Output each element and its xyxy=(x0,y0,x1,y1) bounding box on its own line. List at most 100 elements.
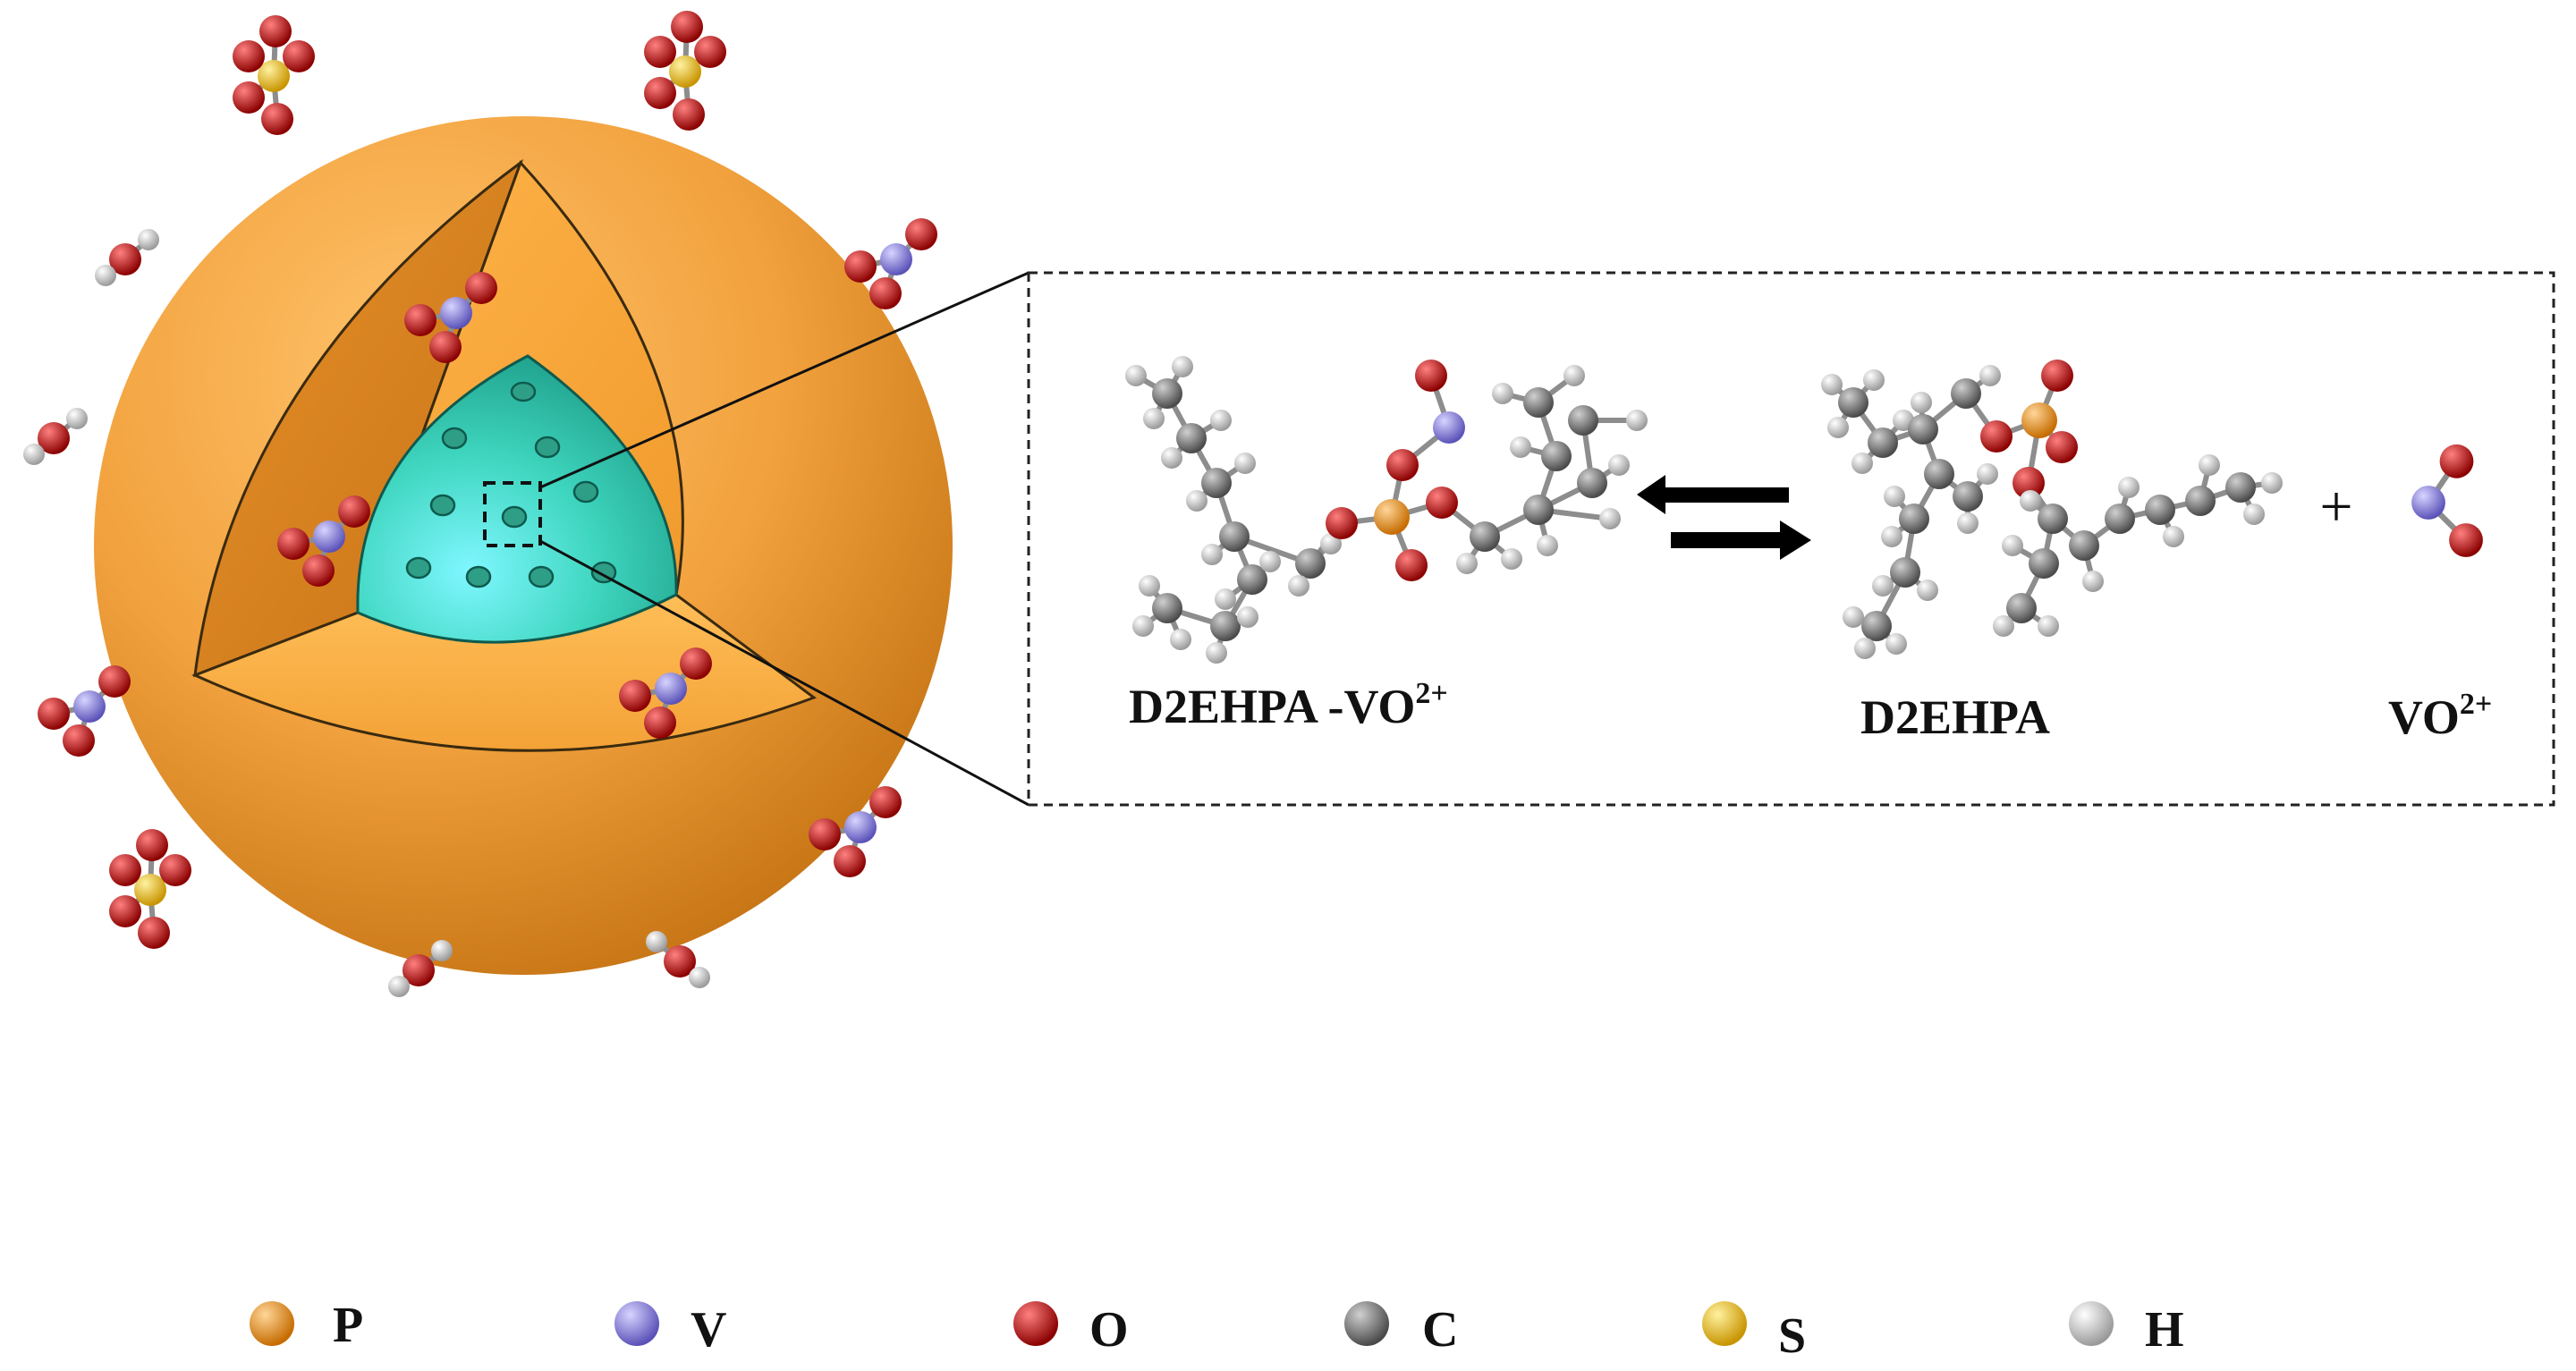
atom-o xyxy=(834,845,866,877)
atom-c xyxy=(1210,611,1241,641)
atom-c xyxy=(1953,481,1983,512)
atom-h xyxy=(2002,535,2023,556)
sulfate-ion xyxy=(109,829,191,949)
atom-h xyxy=(1139,575,1160,597)
atom-o xyxy=(277,528,309,560)
atom-h xyxy=(95,265,116,286)
atom-c xyxy=(1152,593,1182,623)
atom-o xyxy=(1415,360,1447,392)
water-molecule xyxy=(23,408,88,465)
water-molecule xyxy=(646,931,710,988)
atom-h xyxy=(1492,383,1513,404)
atom-c xyxy=(1861,611,1892,641)
atom-o xyxy=(159,854,191,886)
zoom-connector-bottom xyxy=(539,539,1030,807)
atom-c xyxy=(2185,486,2216,516)
atom-v xyxy=(73,690,106,723)
atom-v xyxy=(440,297,472,329)
atom-o xyxy=(261,103,293,135)
atom-h xyxy=(1827,417,1849,438)
atom-o xyxy=(233,40,265,72)
atom-c xyxy=(1890,557,1920,588)
atom-s xyxy=(669,55,701,88)
atom-c xyxy=(1523,495,1554,525)
complex-label: D2EHPA -VO2+ xyxy=(1129,677,1448,733)
atom-o xyxy=(2046,431,2078,463)
atom-h xyxy=(1863,369,1885,391)
atom-c xyxy=(2038,504,2068,534)
legend-label-c: C xyxy=(1422,1302,1458,1358)
atom-o xyxy=(869,277,902,309)
atom-o xyxy=(2041,360,2073,392)
cutaway-left-face xyxy=(193,158,524,678)
atom-o xyxy=(644,707,676,739)
atom-h xyxy=(2020,490,2041,512)
atom-h xyxy=(2243,504,2265,525)
atom-o xyxy=(671,11,703,43)
atom-o xyxy=(1980,420,2012,453)
atom-c xyxy=(1951,378,1981,409)
atom-h xyxy=(66,408,88,429)
ion-label-main: VO xyxy=(2388,690,2460,744)
atom-h xyxy=(1501,548,1522,570)
atom-c xyxy=(1295,548,1326,579)
atom-o xyxy=(109,243,141,275)
atom-o xyxy=(109,895,141,927)
atom-o xyxy=(644,36,676,68)
atom-c xyxy=(1577,468,1607,498)
atom-h xyxy=(1161,447,1182,469)
atom-c xyxy=(1868,427,1898,458)
atom-h xyxy=(1143,408,1165,429)
zoom-connector-top xyxy=(539,271,1030,489)
atom-h xyxy=(1843,606,1864,628)
atom-p xyxy=(2021,402,2057,438)
atom-h xyxy=(431,940,453,961)
atom-o xyxy=(465,272,497,304)
atom-c xyxy=(1219,521,1250,552)
atom-o xyxy=(63,724,95,757)
vanadyl-ion xyxy=(2411,444,2483,557)
water-molecule xyxy=(95,229,159,286)
atom-c xyxy=(1237,564,1267,595)
atom-h xyxy=(1854,638,1876,659)
atom-c xyxy=(1899,504,1929,534)
vanadyl-ion xyxy=(619,647,712,739)
atom-h xyxy=(1563,365,1585,386)
vanadyl-ion xyxy=(277,495,370,587)
atom-h xyxy=(2261,472,2283,494)
atom-h xyxy=(1259,551,1281,572)
atom-s xyxy=(258,60,290,92)
atom-h xyxy=(1599,508,1621,529)
atom-o xyxy=(1395,549,1428,581)
complex-label-main: D2EHPA -VO xyxy=(1129,680,1415,733)
atom-h xyxy=(2199,454,2220,476)
sulfate-ion xyxy=(233,15,315,135)
legend-swatch-s xyxy=(1702,1301,1747,1346)
element-legend: P V O C S H xyxy=(250,1298,2184,1364)
atom-o xyxy=(1426,487,1458,519)
atom-o xyxy=(402,954,435,986)
atom-o xyxy=(259,15,292,47)
atom-o xyxy=(1386,449,1419,481)
atom-h xyxy=(1132,615,1154,637)
atom-h xyxy=(1206,642,1227,664)
atom-o xyxy=(429,331,462,363)
atom-o xyxy=(2449,523,2483,557)
atom-o xyxy=(138,917,170,949)
atom-o xyxy=(680,647,712,680)
ion-label: VO2+ xyxy=(2388,688,2492,744)
reaction-molecules xyxy=(1125,356,2483,664)
legend-swatch-o xyxy=(1013,1301,1058,1346)
atom-h xyxy=(1320,533,1342,554)
atom-h xyxy=(1186,490,1208,512)
legend-label-v: V xyxy=(691,1302,726,1358)
atom-h xyxy=(689,967,710,988)
atom-h xyxy=(2038,615,2059,637)
atom-o xyxy=(644,77,676,109)
atom-v xyxy=(2411,486,2445,520)
atom-h xyxy=(1821,374,1843,395)
atom-h xyxy=(1237,606,1258,628)
atom-h xyxy=(1872,575,1894,597)
atom-h xyxy=(138,229,159,250)
